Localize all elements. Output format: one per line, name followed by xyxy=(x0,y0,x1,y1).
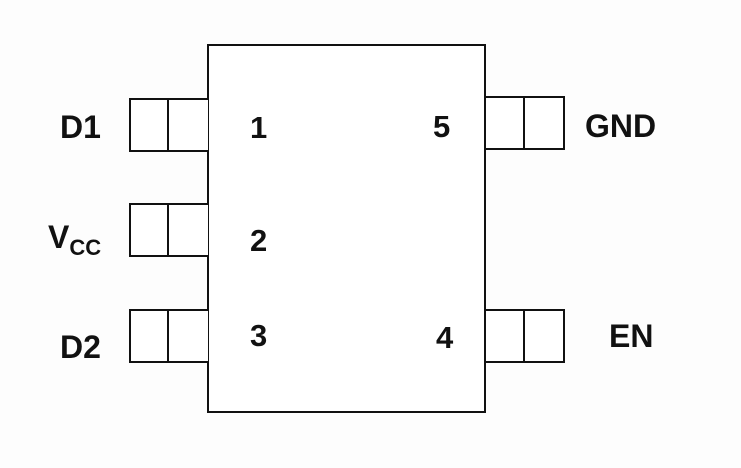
lead-divider xyxy=(167,311,169,361)
pin-1-number: 1 xyxy=(250,110,268,145)
pin-2-name-text: V xyxy=(48,219,70,255)
pin-3-name: D2 xyxy=(60,331,101,363)
pin-1-lead xyxy=(129,98,208,152)
pin-2-name-subscript: CC xyxy=(69,235,102,260)
pin-2-lead xyxy=(129,203,208,257)
pin-1-name: D1 xyxy=(60,111,101,143)
lead-divider xyxy=(523,98,525,148)
package-body xyxy=(207,44,486,413)
lead-divider xyxy=(167,100,169,150)
pin-5-name: GND xyxy=(585,110,656,142)
pin-5-number: 5 xyxy=(433,109,451,144)
pin-4-lead xyxy=(486,309,565,363)
pin-5-lead xyxy=(486,96,565,150)
pin-2-name: VCC xyxy=(48,221,101,259)
lead-divider xyxy=(167,205,169,255)
pin-4-number: 4 xyxy=(436,320,454,355)
pin-3-number: 3 xyxy=(250,318,268,353)
pin-3-lead xyxy=(129,309,208,363)
pin-3-name-text: D2 xyxy=(60,329,101,365)
pin-4-name-text: EN xyxy=(609,318,654,354)
pin-2-number: 2 xyxy=(250,223,268,258)
pin-5-name-text: GND xyxy=(585,108,657,144)
pin-4-name: EN xyxy=(609,320,653,352)
lead-divider xyxy=(523,311,525,361)
pin-1-name-text: D1 xyxy=(60,109,101,145)
